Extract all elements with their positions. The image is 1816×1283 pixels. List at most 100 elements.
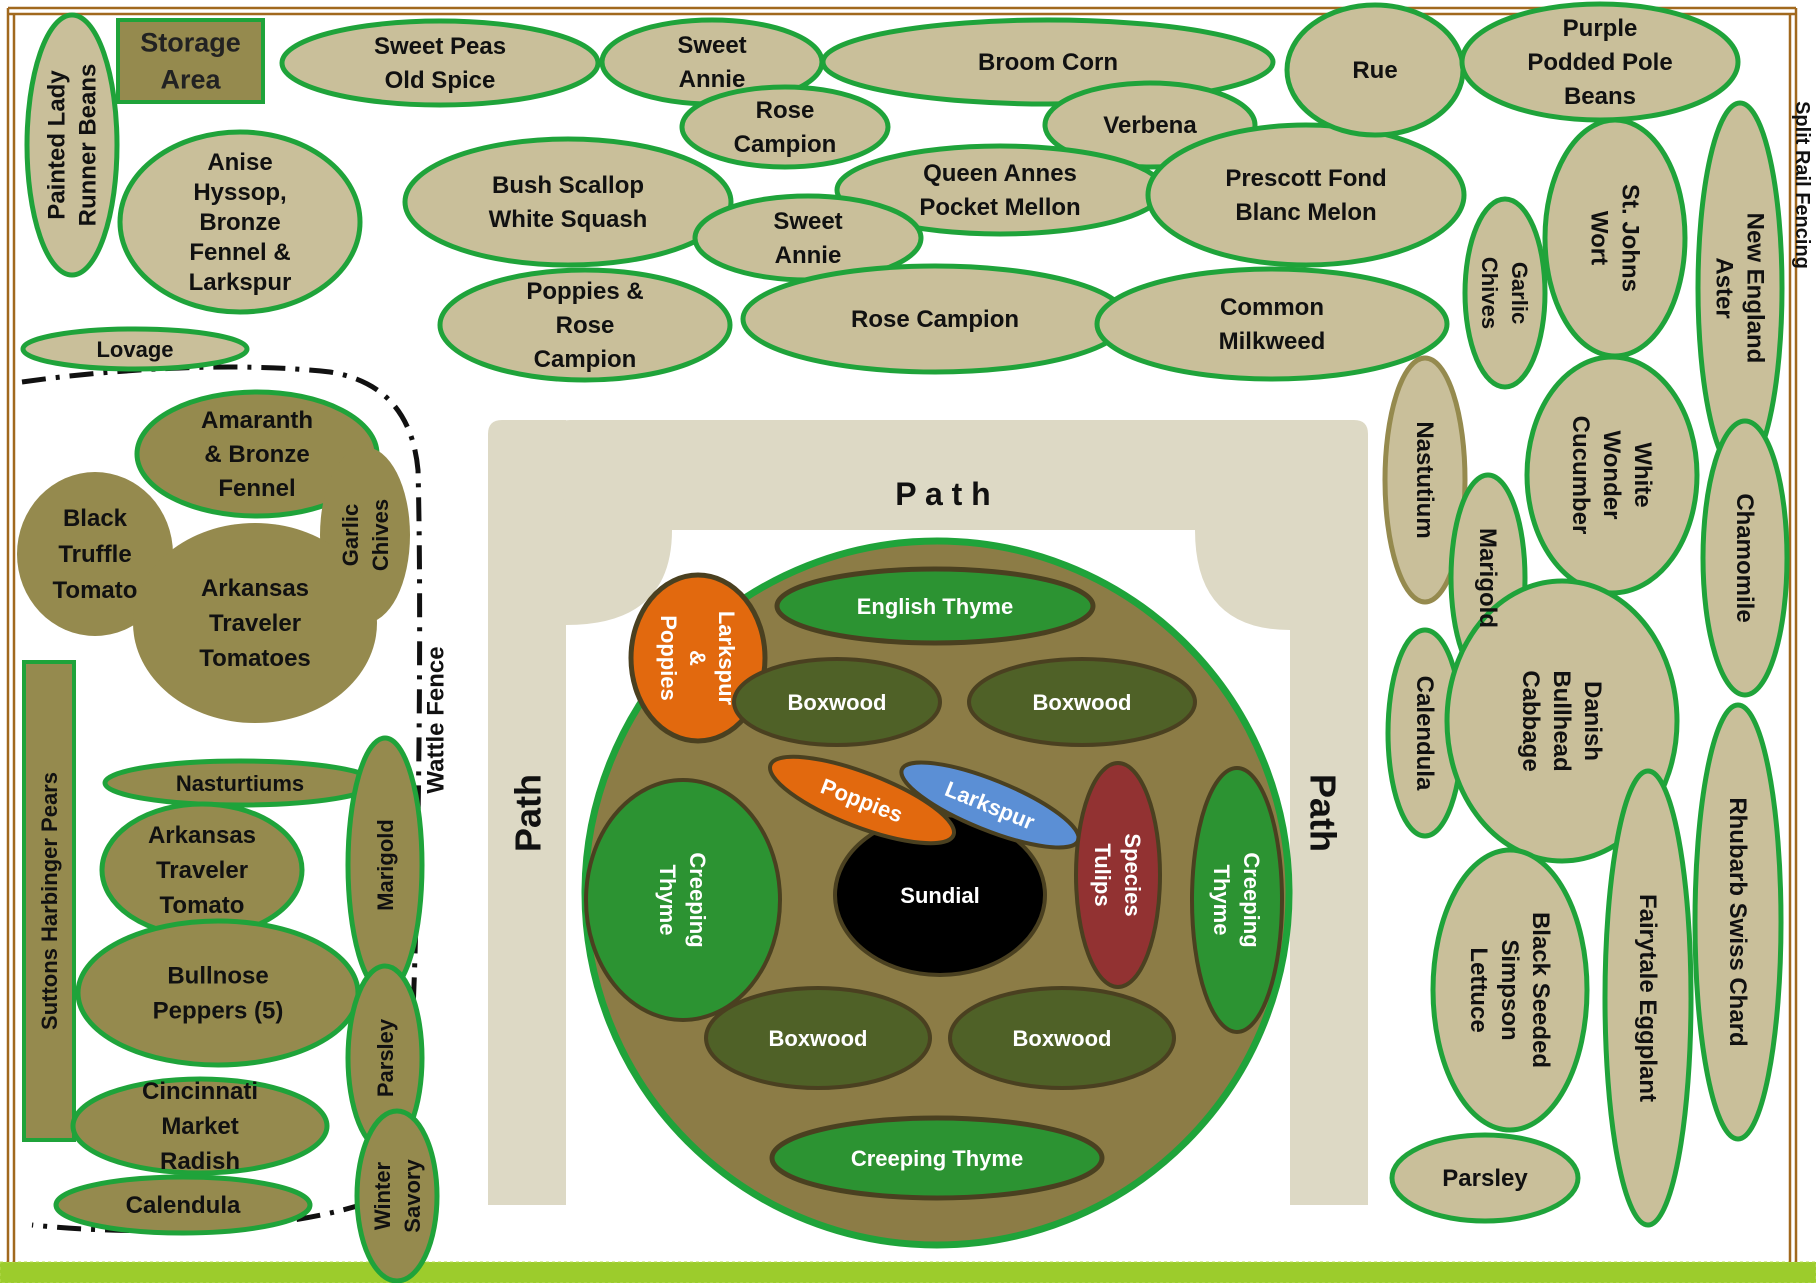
creeping-right-bed (1190, 766, 1284, 1034)
st-johns-label-line: St. Johns (1617, 184, 1644, 292)
sundial-label-line: Sundial (900, 883, 979, 908)
rose-campion-top-label-line: Campion (734, 131, 837, 158)
st-johns-label-line: Wort (1586, 211, 1613, 265)
lovage-bed (20, 326, 250, 372)
path-area (488, 420, 1368, 1205)
creeping-right-label: CreepingThyme (1210, 852, 1265, 947)
larkspur-poppies-label: Larkspur&Poppies (657, 611, 740, 706)
path-top (556, 420, 1368, 630)
white-wonder-label-line: Cucumber (1568, 416, 1595, 535)
anise-hyssop-label-line: Larkspur (189, 269, 292, 296)
calendula-right-label-line: Calendula (1412, 676, 1439, 791)
new-england-label-line: New England (1742, 213, 1769, 364)
sweet-annie-top-label-line: Annie (679, 66, 746, 93)
poppies-rose-bed (437, 267, 733, 383)
rhubarb-label: Rhubarb Swiss Chard (1725, 797, 1752, 1046)
creeping-left-bed (584, 778, 782, 1022)
suttons-pears-bed (22, 660, 76, 1142)
st-johns-label: St. JohnsWort (1586, 184, 1644, 292)
white-wonder-label: WhiteWonderCucumber (1568, 416, 1657, 535)
black-truffle-label-line: Truffle (58, 541, 131, 568)
species-tulips-label-line: Species (1121, 833, 1146, 916)
creeping-right-label-line: Creeping (1240, 852, 1265, 947)
prescott-label-line: Prescott Fond (1225, 165, 1386, 192)
white-wonder-label-line: White (1630, 442, 1657, 507)
calendula-right-label: Calendula (1412, 676, 1439, 791)
danish-cabbage-bed (1444, 578, 1680, 864)
sweet-annie-top-label-line: Sweet (677, 32, 746, 59)
anise-hyssop-bed (117, 129, 363, 315)
arkansas-tomato-label-line: Traveler (156, 857, 248, 884)
split-rail-fence (6, 6, 1798, 1262)
new-england-label: New EnglandAster (1711, 213, 1769, 364)
lovage-label-line: Lovage (96, 337, 173, 362)
bush-scallop-bed (402, 136, 734, 268)
larkspur-poppies-label-line: Larkspur (715, 611, 740, 706)
nasturtiums-label: Nasturtiums (176, 771, 304, 796)
broom-corn-label-line: Broom Corn (978, 49, 1118, 76)
creeping-left-label-line: Thyme (656, 865, 681, 936)
wattle-fence-label: Wattle Fence (423, 646, 450, 793)
black-seeded-label-line: Simpson (1497, 939, 1524, 1040)
boxwood-ll-label: Boxwood (769, 1026, 868, 1051)
purple-beans-bed (1459, 1, 1741, 123)
black-seeded-bed (1430, 847, 1590, 1133)
chamomile-label-line: Chamomile (1732, 493, 1759, 622)
lovage-label: Lovage (96, 337, 173, 362)
danish-cabbage-label-line: Cabbage (1518, 670, 1545, 771)
path-right (1290, 520, 1368, 1205)
path-left (488, 420, 566, 1205)
calendula-left-bed (53, 1174, 313, 1236)
species-tulips-label-line: Tulips (1091, 843, 1116, 906)
verbena-label-line: Verbena (1103, 112, 1197, 139)
purple-beans-label-line: Beans (1564, 83, 1636, 110)
sundial-label: Sundial (900, 883, 979, 908)
sweet-peas-bed (279, 18, 601, 108)
anise-hyssop-label-line: Hyssop, (193, 179, 286, 206)
creeping-right-label-line: Thyme (1210, 865, 1235, 936)
nastutium-label: Nastutium (1412, 421, 1439, 538)
path-left-label: Path (508, 774, 549, 852)
arkansas-tomato-label-line: Arkansas (148, 822, 256, 849)
arkansas-tomatoes-label-line: Tomatoes (199, 645, 311, 672)
creeping-bottom-label: Creeping Thyme (851, 1146, 1023, 1171)
common-milkweed-label-line: Milkweed (1219, 328, 1326, 355)
calendula-left-label: Calendula (126, 1192, 241, 1219)
fairytale-bed (1602, 768, 1694, 1228)
creeping-left-label: CreepingThyme (656, 852, 711, 947)
garlic-chives-right-label-line: Garlic (1508, 262, 1533, 324)
prescott-label-line: Blanc Melon (1235, 199, 1376, 226)
larkspur-poppies-label-line: Poppies (657, 615, 682, 701)
chamomile-label: Chamomile (1732, 493, 1759, 622)
fairytale-label: Fairytale Eggplant (1635, 894, 1662, 1102)
boxwood-lr-bed (948, 986, 1176, 1090)
parsley-right-label-line: Parsley (1442, 1165, 1528, 1192)
chamomile-bed (1700, 418, 1790, 698)
black-truffle-bed (17, 472, 173, 636)
amaranth-label-line: Amaranth (201, 407, 313, 434)
wattle-fence (21, 364, 423, 1234)
path-top-label: P a t h (895, 476, 990, 512)
fairytale-label-line: Fairytale Eggplant (1635, 894, 1662, 1102)
poppies-rose-label-line: Campion (534, 346, 637, 373)
cincinnati-bed (70, 1076, 330, 1176)
queen-annes-label-line: Pocket Mellon (919, 194, 1080, 221)
boxwood-ur-label-line: Boxwood (1033, 690, 1132, 715)
parsley-right-label: Parsley (1442, 1165, 1528, 1192)
rose-campion-top-bed (679, 84, 891, 170)
garlic-chives-right-bed (1462, 196, 1548, 390)
creeping-bottom-label-line: Creeping Thyme (851, 1146, 1023, 1171)
marigold-right-label-line: Marigold (1475, 528, 1502, 628)
danish-cabbage-label-line: Bullhead (1549, 670, 1576, 771)
